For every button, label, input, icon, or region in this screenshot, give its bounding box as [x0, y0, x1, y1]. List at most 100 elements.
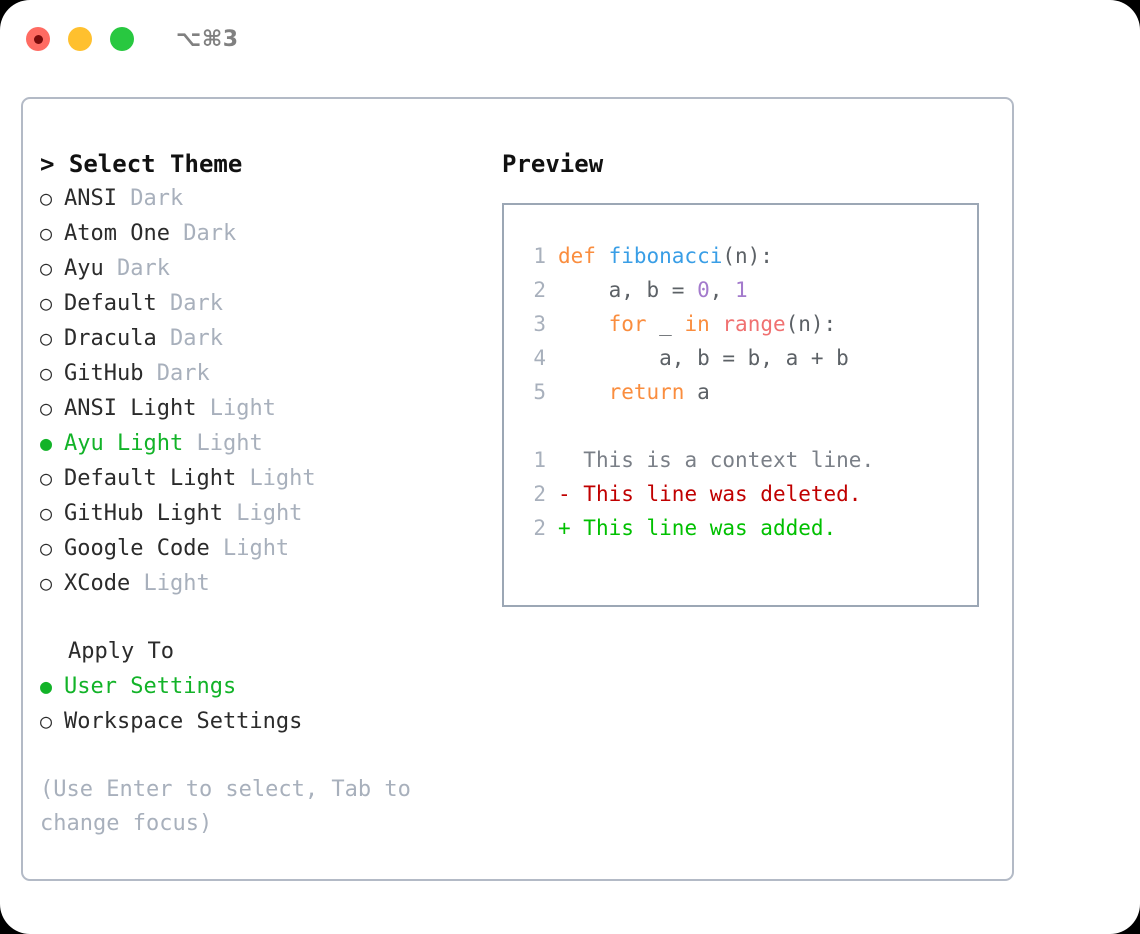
theme-list-item[interactable]: ○Default Light Light	[40, 461, 490, 496]
theme-name-label: XCode	[64, 571, 131, 596]
theme-picker-panel: > Select Theme ○ANSI Dark○Atom One Dark○…	[21, 97, 1014, 881]
theme-list-column: > Select Theme ○ANSI Dark○Atom One Dark○…	[40, 147, 490, 841]
code-token-kw: for	[608, 312, 647, 336]
spacer	[143, 357, 156, 391]
radio-unselected-icon: ○	[40, 466, 53, 490]
theme-name-label: GitHub Light	[64, 501, 223, 526]
code-token-num: 0	[697, 278, 710, 302]
code-token-plain: a, b =	[558, 278, 698, 302]
recording-indicator-icon	[33, 34, 43, 44]
page-title: > Select Theme	[40, 150, 243, 178]
code-token-kw: in	[684, 312, 710, 336]
diff-marker: +	[558, 516, 571, 540]
code-line: 4 a, b = b, a + b	[522, 341, 959, 375]
diff-line-content: - This line was deleted.	[558, 477, 861, 511]
theme-kind-label: Light	[249, 466, 316, 491]
theme-kind-label: Light	[196, 431, 263, 456]
theme-list-item[interactable]: ○ANSI Dark	[40, 181, 490, 216]
theme-name-label: ANSI Light	[64, 396, 197, 421]
theme-list-item[interactable]: ○XCode Light	[40, 566, 490, 601]
radio-unselected-icon: ○	[40, 396, 53, 420]
diff-line-number: 2	[533, 482, 546, 506]
diff-text: This is a context line.	[570, 448, 875, 472]
theme-list-item[interactable]: ○Google Code Light	[40, 531, 490, 566]
code-line-number: 4	[533, 346, 546, 370]
radio-unselected-icon: ○	[40, 186, 53, 210]
diff-line-content: + This line was added.	[558, 511, 836, 545]
theme-kind-label: Light	[236, 501, 303, 526]
keyboard-hint-text: (Use Enter to select, Tab to change focu…	[40, 777, 411, 836]
spacer	[170, 217, 183, 251]
theme-kind-label: Light	[143, 571, 210, 596]
apply-to-option-label: User Settings	[64, 674, 237, 699]
radio-selected-icon: ●	[40, 431, 53, 455]
preview-title: Preview	[502, 150, 604, 178]
spacer	[157, 287, 170, 321]
theme-list: ○ANSI Dark○Atom One Dark○Ayu Dark○Defaul…	[40, 181, 490, 601]
code-line: 1 def fibonacci(n):	[522, 239, 959, 273]
keyboard-shortcut-label: ⌥⌘3	[176, 26, 239, 52]
theme-list-item[interactable]: ○ ANSI Light Light	[40, 391, 490, 426]
code-token-plain: ,	[709, 278, 736, 302]
diff-marker	[558, 448, 571, 472]
theme-name-label: Default	[64, 291, 157, 316]
code-token-fn: fibonacci	[608, 244, 723, 268]
diff-line-number: 1	[533, 448, 546, 472]
diff-text: This line was deleted.	[570, 482, 862, 506]
diff-line: 1 This is a context line.	[522, 443, 959, 477]
close-button[interactable]	[26, 27, 50, 51]
diff-line-content: This is a context line.	[558, 443, 874, 477]
code-line-number: 5	[533, 380, 546, 404]
minimize-button[interactable]	[68, 27, 92, 51]
radio-unselected-icon: ○	[40, 501, 53, 525]
code-line-content: def fibonacci(n):	[558, 239, 773, 273]
code-line-number: 2	[533, 278, 546, 302]
theme-kind-label: Dark	[156, 361, 210, 386]
theme-list-item[interactable]: ○Ayu Dark	[40, 251, 490, 286]
maximize-button[interactable]	[110, 27, 134, 51]
code-line-number: 1	[533, 244, 546, 268]
radio-unselected-icon: ○	[40, 291, 53, 315]
radio-unselected-icon: ○	[40, 256, 53, 280]
theme-kind-label: Light	[222, 536, 290, 561]
preview-spacer	[522, 409, 959, 443]
theme-name-label: Atom One	[64, 221, 170, 246]
window-controls	[26, 27, 134, 51]
theme-list-item[interactable]: ○GitHub Dark	[40, 356, 490, 391]
spacer	[236, 462, 249, 496]
theme-list-item[interactable]: ○ GitHub Light Light	[40, 496, 490, 531]
apply-to-option[interactable]: ●User Settings	[40, 669, 490, 704]
theme-name-label: ANSI	[64, 186, 117, 211]
code-token-kw: def	[558, 244, 609, 268]
theme-name-label: Ayu	[64, 256, 104, 281]
apply-to-option[interactable]: ○Workspace Settings	[40, 704, 490, 739]
theme-name-label: GitHub	[64, 361, 144, 386]
diff-marker: -	[558, 482, 571, 506]
theme-list-item[interactable]: ● Ayu Light Light	[40, 426, 490, 461]
code-token-plain: a, b = b, a + b	[558, 346, 849, 370]
diff-line: 2 + This line was added.	[522, 511, 959, 545]
code-token-kw: return	[608, 380, 685, 404]
code-line: 5 return a	[522, 375, 959, 409]
code-line-content: return a	[558, 375, 710, 409]
radio-unselected-icon: ○	[40, 221, 53, 245]
radio-unselected-icon: ○	[40, 326, 53, 350]
spacer	[183, 427, 196, 461]
theme-kind-label: Dark	[183, 221, 237, 246]
theme-list-item[interactable]: ○Default Dark	[40, 286, 490, 321]
code-token-plain	[558, 312, 609, 336]
code-line: 2 a, b = 0, 1	[522, 273, 959, 307]
code-line-number: 3	[533, 312, 546, 336]
theme-list-item[interactable]: ○ Atom One Dark	[40, 216, 490, 251]
theme-list-item[interactable]: ○Dracula Dark	[40, 321, 490, 356]
theme-name-label: Ayu Light	[64, 431, 184, 456]
diff-line-number: 2	[533, 516, 546, 540]
spacer	[210, 532, 223, 566]
apply-to-heading: Apply To	[68, 639, 174, 664]
code-token-plain	[558, 380, 609, 404]
theme-kind-label: Light	[209, 396, 276, 421]
code-line-content: a, b = 0, 1	[558, 273, 748, 307]
